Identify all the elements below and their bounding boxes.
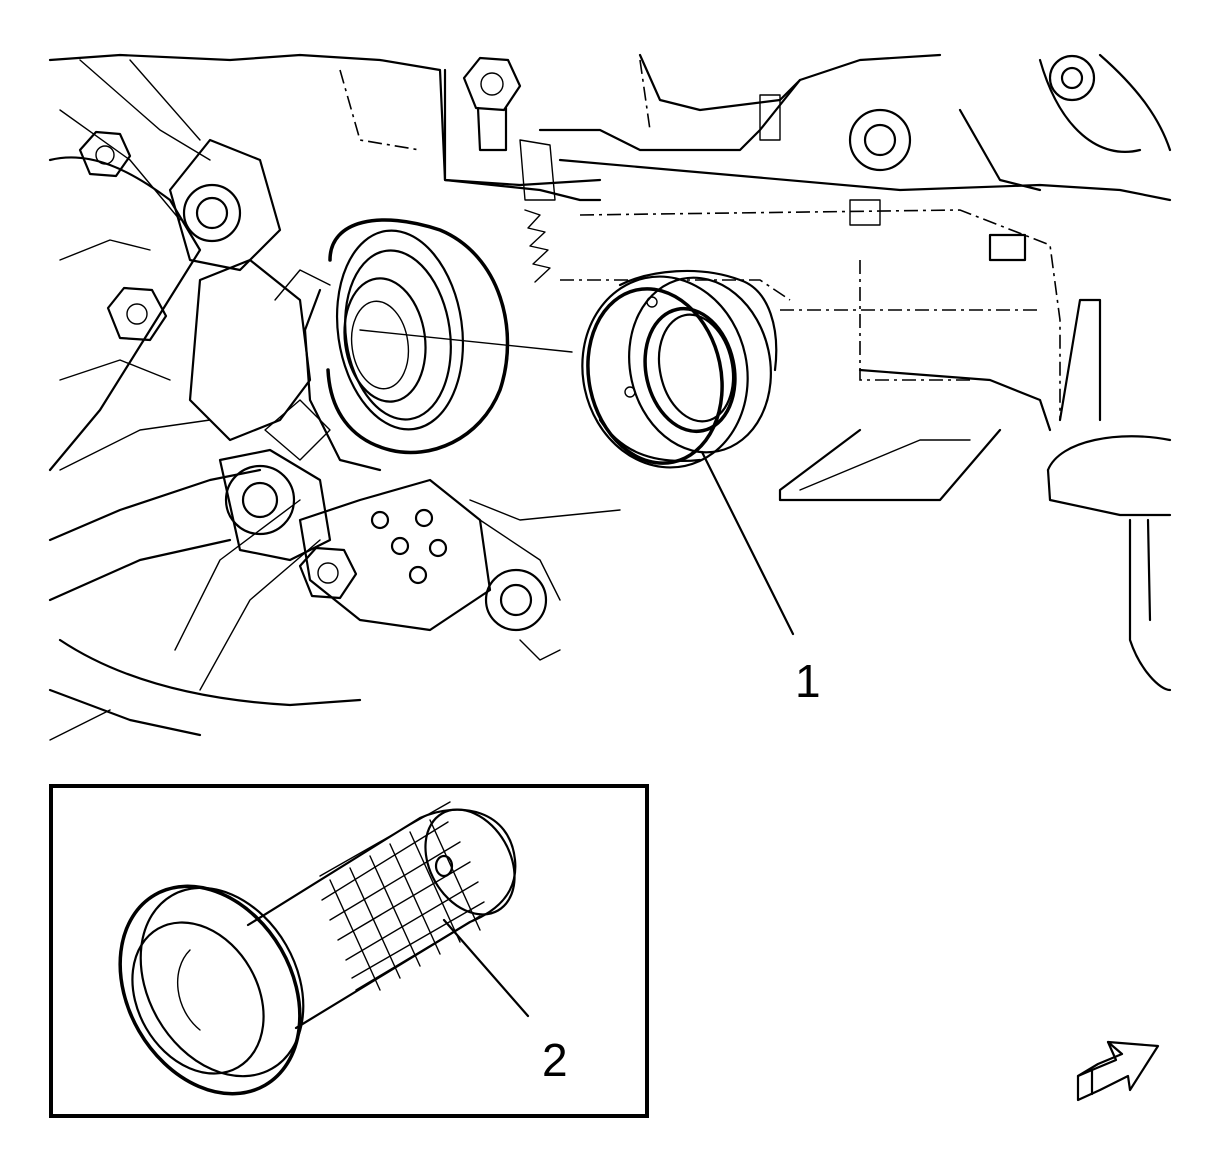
bolt-boss bbox=[224, 464, 296, 536]
bolt-boss bbox=[1048, 54, 1096, 102]
tool-inset-panel: 2 bbox=[49, 784, 649, 1118]
callout-1-label: 1 bbox=[795, 655, 821, 707]
hex-bolt bbox=[462, 56, 522, 152]
engine-housing-illustration bbox=[48, 53, 1172, 741]
bolt-boss bbox=[182, 183, 242, 243]
hex-bolt bbox=[298, 546, 358, 600]
hex-bolt bbox=[106, 286, 168, 342]
installation-centerline bbox=[359, 329, 573, 353]
callout-1-leader bbox=[700, 450, 795, 636]
seal-installer-tool bbox=[118, 801, 517, 1096]
crankshaft-rear-oil-seal bbox=[581, 269, 778, 469]
hex-bolt bbox=[78, 130, 132, 178]
knurled-grip bbox=[319, 801, 485, 991]
crankshaft-bore bbox=[303, 218, 510, 472]
bolt-boss bbox=[848, 108, 912, 172]
callout-2-leader bbox=[442, 918, 530, 1018]
bracket-holes bbox=[370, 508, 448, 585]
bolt-boss bbox=[484, 568, 548, 632]
forward-arrow-icon bbox=[1076, 1040, 1160, 1102]
callout-2-label: 2 bbox=[542, 1034, 568, 1086]
